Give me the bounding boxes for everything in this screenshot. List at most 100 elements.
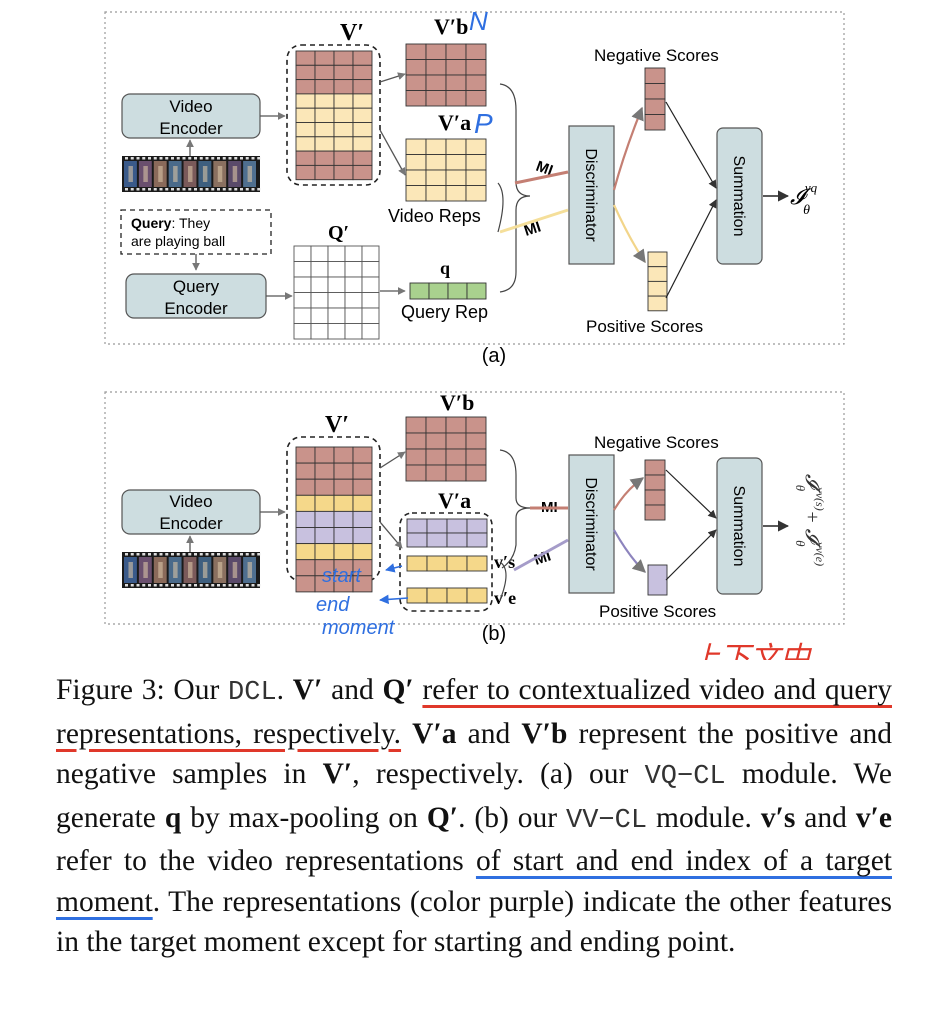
grid-cell bbox=[314, 543, 335, 561]
grid-cell bbox=[361, 276, 380, 293]
query-rep-grid bbox=[409, 282, 487, 300]
film-sprocket bbox=[125, 584, 128, 587]
v-a-grid bbox=[405, 138, 487, 202]
frame-figure bbox=[232, 166, 238, 182]
grid-cell bbox=[333, 136, 354, 152]
grid-cell bbox=[310, 245, 329, 262]
frame-figure bbox=[247, 166, 253, 182]
caption-underline-blue: of start and end index of a target momen… bbox=[56, 845, 892, 918]
caption-part: and bbox=[795, 801, 856, 834]
grid-cell bbox=[445, 448, 467, 466]
grid-cell bbox=[426, 532, 448, 548]
film-sprocket bbox=[240, 584, 243, 587]
frame-figure bbox=[202, 562, 208, 578]
grid-cell bbox=[352, 50, 373, 66]
film-sprocket bbox=[240, 157, 243, 160]
grid-cell bbox=[644, 474, 666, 491]
film-sprocket bbox=[153, 553, 157, 556]
film-sprocket bbox=[130, 553, 134, 556]
grid-cell bbox=[466, 555, 488, 572]
film-sprocket bbox=[245, 157, 249, 160]
grid-cell bbox=[310, 276, 329, 293]
film-sprocket bbox=[257, 584, 261, 587]
q-prime-label: Q′ bbox=[328, 222, 349, 244]
grid-cell bbox=[333, 107, 354, 123]
film-sprocket bbox=[257, 188, 261, 191]
v-b-grid-b bbox=[405, 416, 487, 482]
grid-cell bbox=[465, 138, 487, 155]
grid-cell bbox=[352, 494, 373, 512]
grid-cell bbox=[425, 90, 447, 107]
v-b-note: N bbox=[469, 6, 488, 36]
film-sprocket bbox=[136, 188, 140, 191]
caption-v: V′ bbox=[292, 674, 323, 706]
caption-part: and bbox=[322, 674, 383, 706]
grid-cell bbox=[293, 276, 312, 293]
film-sprocket bbox=[125, 553, 128, 556]
grid-cell bbox=[466, 532, 488, 548]
caption-part: module. bbox=[647, 801, 761, 834]
grid-cell bbox=[295, 93, 316, 109]
film-sprocket bbox=[136, 584, 140, 587]
grid-cell bbox=[644, 98, 666, 115]
grid-cell bbox=[344, 323, 363, 340]
grid-cell bbox=[406, 587, 428, 604]
grid-cell bbox=[333, 150, 354, 166]
frame-figure bbox=[128, 562, 133, 578]
grid-cell bbox=[466, 587, 488, 604]
frame-figure bbox=[173, 166, 178, 182]
discriminator-label-b: Discriminator bbox=[582, 477, 599, 571]
film-sprocket bbox=[153, 584, 157, 587]
positive-scores-label: Positive Scores bbox=[586, 317, 703, 336]
film-sprocket bbox=[228, 188, 232, 191]
film-sprocket bbox=[176, 188, 180, 191]
mi-label-top: MI bbox=[534, 158, 555, 180]
caption-qb: q bbox=[164, 801, 182, 834]
grid-cell bbox=[352, 93, 373, 109]
grid-cell bbox=[405, 138, 427, 155]
grid-cell bbox=[333, 446, 354, 464]
grid-cell bbox=[333, 527, 354, 545]
film-sprocket bbox=[130, 584, 134, 587]
grid-cell bbox=[295, 164, 316, 181]
film-sprocket bbox=[199, 584, 203, 587]
caption-part: refer to the video representations bbox=[56, 845, 476, 877]
grid-cell bbox=[445, 138, 467, 155]
discriminator-box bbox=[568, 125, 615, 265]
grid-cell bbox=[333, 494, 354, 512]
grid-cell bbox=[314, 510, 335, 528]
film-sprocket bbox=[182, 188, 186, 191]
query-encoder-line1: Query bbox=[173, 277, 220, 296]
film-sprocket bbox=[171, 553, 174, 556]
film-sprocket bbox=[142, 553, 146, 556]
v-prime-label: V′ bbox=[340, 20, 364, 46]
grid-cell bbox=[352, 510, 373, 528]
caption-part: and bbox=[456, 717, 522, 750]
grid-cell bbox=[465, 90, 487, 107]
film-sprocket bbox=[142, 584, 146, 587]
grid-cell bbox=[445, 169, 467, 186]
film-sprocket bbox=[199, 553, 203, 556]
grid-cell bbox=[293, 292, 312, 309]
frame-figure bbox=[232, 562, 238, 578]
grid-cell bbox=[644, 67, 666, 84]
grid-cell bbox=[465, 416, 487, 434]
grid-cell bbox=[647, 295, 668, 312]
query-box bbox=[120, 209, 272, 255]
grid-cell bbox=[644, 83, 666, 100]
grid-cell bbox=[465, 59, 487, 76]
film-sprocket bbox=[257, 157, 261, 160]
grid-cell bbox=[327, 261, 346, 278]
film-sprocket bbox=[148, 584, 151, 587]
grid-cell bbox=[644, 114, 666, 131]
grid-cell bbox=[310, 323, 329, 340]
film-sprocket bbox=[234, 584, 238, 587]
query-text-line1: Query: They bbox=[131, 215, 210, 231]
discriminator-label: Discriminator bbox=[582, 148, 599, 242]
grid-cell bbox=[352, 164, 373, 181]
grid-cell bbox=[314, 122, 335, 138]
grid-cell bbox=[352, 527, 373, 545]
grid-cell bbox=[327, 307, 346, 324]
grid-cell bbox=[295, 510, 316, 528]
output-b: 𝓘vv(s)θ + 𝓘vv(e)θ bbox=[793, 474, 827, 566]
